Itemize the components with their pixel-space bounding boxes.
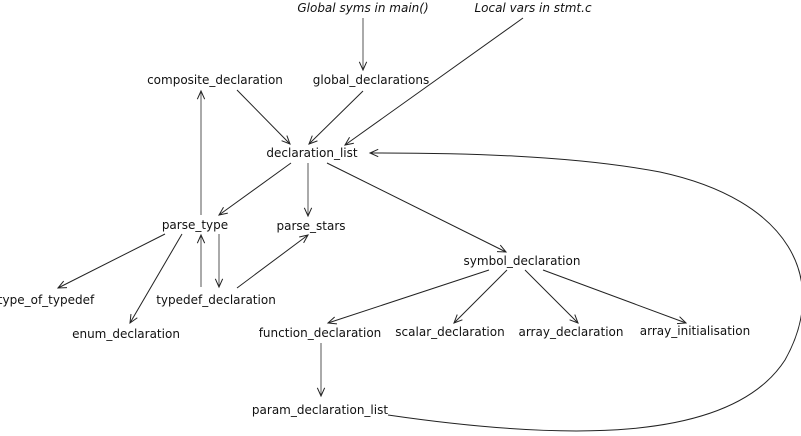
arrowhead-icon	[303, 207, 313, 218]
node-scalar-declaration: scalar_declaration	[395, 325, 504, 339]
edge-symbol-declaration-to-function-declaration	[326, 269, 490, 325]
node-composite-declaration: composite_declaration	[147, 73, 283, 87]
arrowhead-icon	[56, 280, 68, 289]
node-parse-type: parse_type	[162, 218, 228, 232]
edge-line	[453, 269, 508, 324]
edge-line	[326, 162, 507, 253]
edge-param-declaration-list-to-declaration-list	[368, 148, 801, 432]
edge-line	[542, 269, 687, 324]
node-symbol-declaration: symbol_declaration	[464, 254, 581, 268]
edge-declaration-list-to-parse-type	[218, 162, 292, 216]
edge-parse-type-to-typedef-declaration	[214, 234, 224, 289]
node-array-declaration: array_declaration	[518, 325, 623, 339]
arrowhead-icon	[569, 314, 579, 324]
edge-line	[327, 269, 490, 324]
edge-line	[369, 152, 801, 432]
edge-local-vars-to-declaration-list	[344, 17, 524, 146]
edge-line	[218, 162, 292, 216]
edge-parse-type-to-composite-declaration	[196, 89, 206, 215]
edge-global-syms-to-global-declarations	[358, 18, 368, 72]
node-typedef-declaration: typedef_declaration	[156, 293, 276, 307]
node-global-declarations: global_declarations	[313, 73, 429, 87]
edge-line	[236, 89, 291, 145]
arrowhead-icon	[316, 387, 326, 398]
edge-declaration-list-to-symbol-declaration	[326, 162, 508, 253]
node-parse-stars: parse_stars	[276, 219, 345, 233]
node-local-vars: Local vars in stmt.c	[474, 1, 592, 15]
node-type-of-typedef: type_of_typedef	[0, 293, 95, 307]
arrowhead-icon	[308, 135, 318, 145]
edge-composite-declaration-to-declaration-list	[236, 89, 291, 145]
arrowhead-icon	[496, 244, 508, 253]
edge-symbol-declaration-to-array-initialisation	[542, 269, 688, 325]
edge-typedef-declaration-to-parse-type	[196, 233, 206, 287]
edges-layer	[56, 17, 801, 432]
arrowhead-icon	[676, 316, 688, 325]
arrowhead-icon	[218, 206, 228, 216]
arrowhead-icon	[299, 234, 309, 244]
arrowhead-icon	[358, 61, 368, 72]
edge-line	[236, 234, 309, 289]
arrowhead-icon	[196, 89, 206, 100]
edge-line	[344, 17, 524, 146]
arrowhead-icon	[214, 278, 224, 289]
nodes-layer: Global syms in main() Local vars in stmt.…	[0, 1, 750, 417]
edge-declaration-list-to-parse-stars	[303, 163, 313, 218]
edge-parse-type-to-type-of-typedef	[56, 233, 166, 289]
arrowhead-icon	[344, 136, 354, 146]
edge-symbol-declaration-to-array-declaration	[524, 269, 579, 324]
edge-function-declaration-to-param-declaration-list	[316, 343, 326, 398]
arrowhead-icon	[281, 135, 291, 145]
arrowhead-icon	[368, 148, 379, 158]
node-global-syms: Global syms in main()	[297, 1, 428, 15]
arrowhead-icon	[326, 316, 338, 325]
node-enum-declaration: enum_declaration	[72, 327, 180, 341]
edge-global-declarations-to-declaration-list	[308, 90, 364, 145]
arrowhead-icon	[196, 233, 206, 244]
arrowhead-icon	[453, 314, 463, 324]
node-array-initialisation: array_initialisation	[640, 324, 750, 338]
edge-line	[308, 90, 364, 145]
edge-typedef-declaration-to-parse-stars	[236, 234, 309, 289]
arrowhead-icon	[129, 313, 138, 325]
edge-line	[129, 233, 183, 324]
edge-parse-type-to-enum-declaration	[129, 233, 183, 325]
node-function-declaration: function_declaration	[259, 326, 382, 340]
edge-line	[57, 233, 166, 289]
edge-line	[524, 269, 579, 324]
node-declaration-list: declaration_list	[266, 146, 357, 160]
node-param-declaration-list: param_declaration_list	[252, 403, 388, 417]
edge-symbol-declaration-to-scalar-declaration	[453, 269, 508, 324]
